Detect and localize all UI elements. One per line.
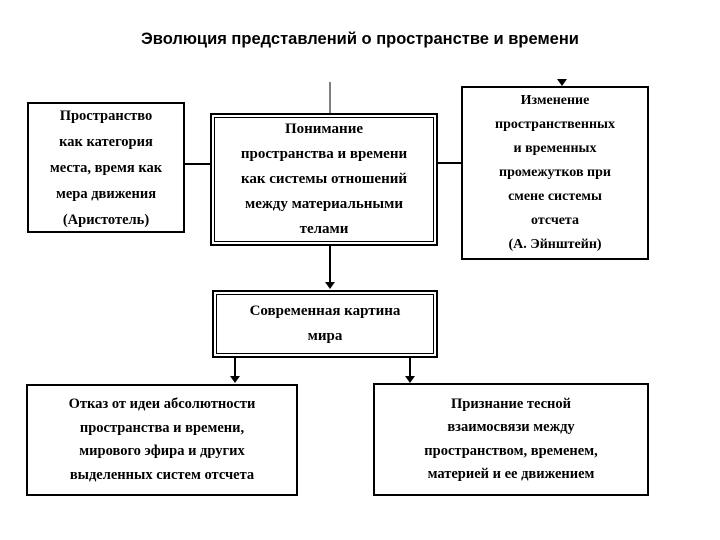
node-understanding-inner-border: Понимание пространства и времени как сис… (214, 117, 434, 242)
node-einstein-label: Изменение пространственных и временных п… (495, 93, 615, 252)
node-recognition-of-interrelation: Признание тесной взаимосвязи между прост… (373, 383, 649, 496)
connector-modern-rejection (234, 358, 236, 376)
node-modern-label: Современная картина мира (249, 303, 401, 344)
node-aristotle: Пространство как категория места, время … (27, 102, 185, 233)
arrowhead-recognition-icon (405, 376, 415, 383)
node-modern-worldview: Современная картина мира (212, 290, 438, 358)
arrowhead-modern-icon (325, 282, 335, 289)
node-understanding-label: Понимание пространства и времени как сис… (240, 121, 408, 237)
connector-understanding-einstein (438, 162, 461, 164)
node-einstein: Изменение пространственных и временных п… (461, 86, 649, 260)
node-understanding: Понимание пространства и времени как сис… (210, 113, 438, 246)
arrowhead-rejection-icon (230, 376, 240, 383)
arrowhead-einstein-icon (557, 79, 567, 86)
node-modern-inner-border: Современная картина мира (216, 294, 434, 354)
connector-modern-recognition (409, 358, 411, 376)
node-rejection-label: Отказ от идеи абсолютности пространства … (68, 396, 256, 483)
connector-top-stub (329, 82, 331, 113)
connector-aristotle-understanding (185, 163, 210, 165)
connector-understanding-modern (329, 246, 331, 283)
node-rejection-of-absoluteness: Отказ от идеи абсолютности пространства … (26, 384, 298, 496)
node-recognition-label: Признание тесной взаимосвязи между прост… (424, 395, 598, 483)
node-aristotle-label: Пространство как категория места, время … (49, 107, 163, 228)
page-title: Эволюция представлений о пространстве и … (141, 30, 579, 48)
